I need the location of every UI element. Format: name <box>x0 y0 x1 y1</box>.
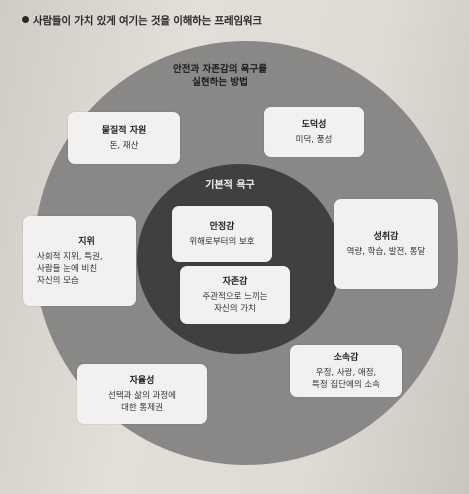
inner-circle-label: 기본적 욕구 <box>205 180 255 191</box>
card-safety: 안정감 위해로부터의 보호 <box>172 206 272 262</box>
card-achievement: 성취감 역량, 학습, 발전, 통달 <box>334 199 438 289</box>
card-description: 미덕, 품성 <box>295 134 333 145</box>
card-description: 우정, 사랑, 애정, 특정 집단에의 소속 <box>312 367 380 390</box>
card-description: 위해로부터의 보호 <box>189 236 255 247</box>
bullet-icon <box>22 16 29 23</box>
card-description: 사회적 지위, 특권, 사람들 눈에 비친 자신의 모습 <box>37 251 103 286</box>
card-title: 지위 <box>78 236 95 247</box>
card-title: 자율성 <box>129 375 155 386</box>
card-title: 성취감 <box>373 231 399 242</box>
card-self-esteem: 자존감 주관적으로 느끼는 자신의 가치 <box>180 266 290 324</box>
card-title: 안정감 <box>209 221 235 232</box>
card-title: 소속감 <box>333 352 359 363</box>
card-morality: 도덕성 미덕, 품성 <box>264 107 364 157</box>
card-belonging: 소속감 우정, 사랑, 애정, 특정 집단에의 소속 <box>290 345 402 397</box>
card-title: 자존감 <box>222 276 248 287</box>
card-status: 지위 사회적 지위, 특권, 사람들 눈에 비친 자신의 모습 <box>23 216 136 306</box>
outer-circle-label: 안전과 자존감의 욕구를 실현하는 방법 <box>172 64 267 88</box>
card-description: 선택과 삶의 과정에 대한 통제권 <box>108 390 176 413</box>
card-description: 주관적으로 느끼는 자신의 가치 <box>202 291 268 314</box>
card-material-resources: 물질적 자원 돈, 재산 <box>68 112 180 164</box>
page-title-text: 사람들이 가치 있게 여기는 것을 이해하는 프레임워크 <box>33 15 262 27</box>
card-description: 역량, 학습, 발전, 통달 <box>346 246 426 257</box>
card-title: 도덕성 <box>301 119 327 130</box>
card-autonomy: 자율성 선택과 삶의 과정에 대한 통제권 <box>77 364 207 424</box>
card-description: 돈, 재산 <box>109 140 139 151</box>
card-title: 물질적 자원 <box>101 125 147 136</box>
page-title: 사람들이 가치 있게 여기는 것을 이해하는 프레임워크 <box>22 13 262 28</box>
